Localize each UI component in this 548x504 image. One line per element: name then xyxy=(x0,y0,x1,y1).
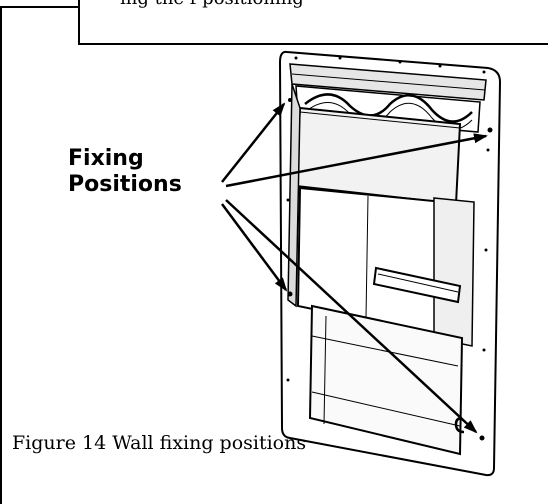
right-side-panel xyxy=(433,197,475,347)
previous-caption-text: ing the f positioning xyxy=(120,0,304,9)
wavy-element xyxy=(304,93,473,123)
left-side xyxy=(287,83,301,308)
arrow-top-left-fixing xyxy=(221,102,286,183)
fixing-positions-label: Fixing Positions xyxy=(68,146,182,198)
frame-top-border xyxy=(0,6,78,8)
arrow-bottom-left-fixing xyxy=(220,203,288,292)
label-line-2: Positions xyxy=(68,172,182,197)
hook-fixing xyxy=(454,416,465,434)
arrow-bottom-right-fixing xyxy=(225,199,478,434)
figure-caption: Figure 14 Wall fixing positions xyxy=(12,432,307,454)
slot-handle xyxy=(372,266,462,304)
arrow-top-right-fixing xyxy=(225,133,488,188)
frame-left-border xyxy=(0,6,2,504)
label-line-1: Fixing xyxy=(68,146,144,171)
previous-caption-box: ing the f positioning xyxy=(78,0,548,45)
